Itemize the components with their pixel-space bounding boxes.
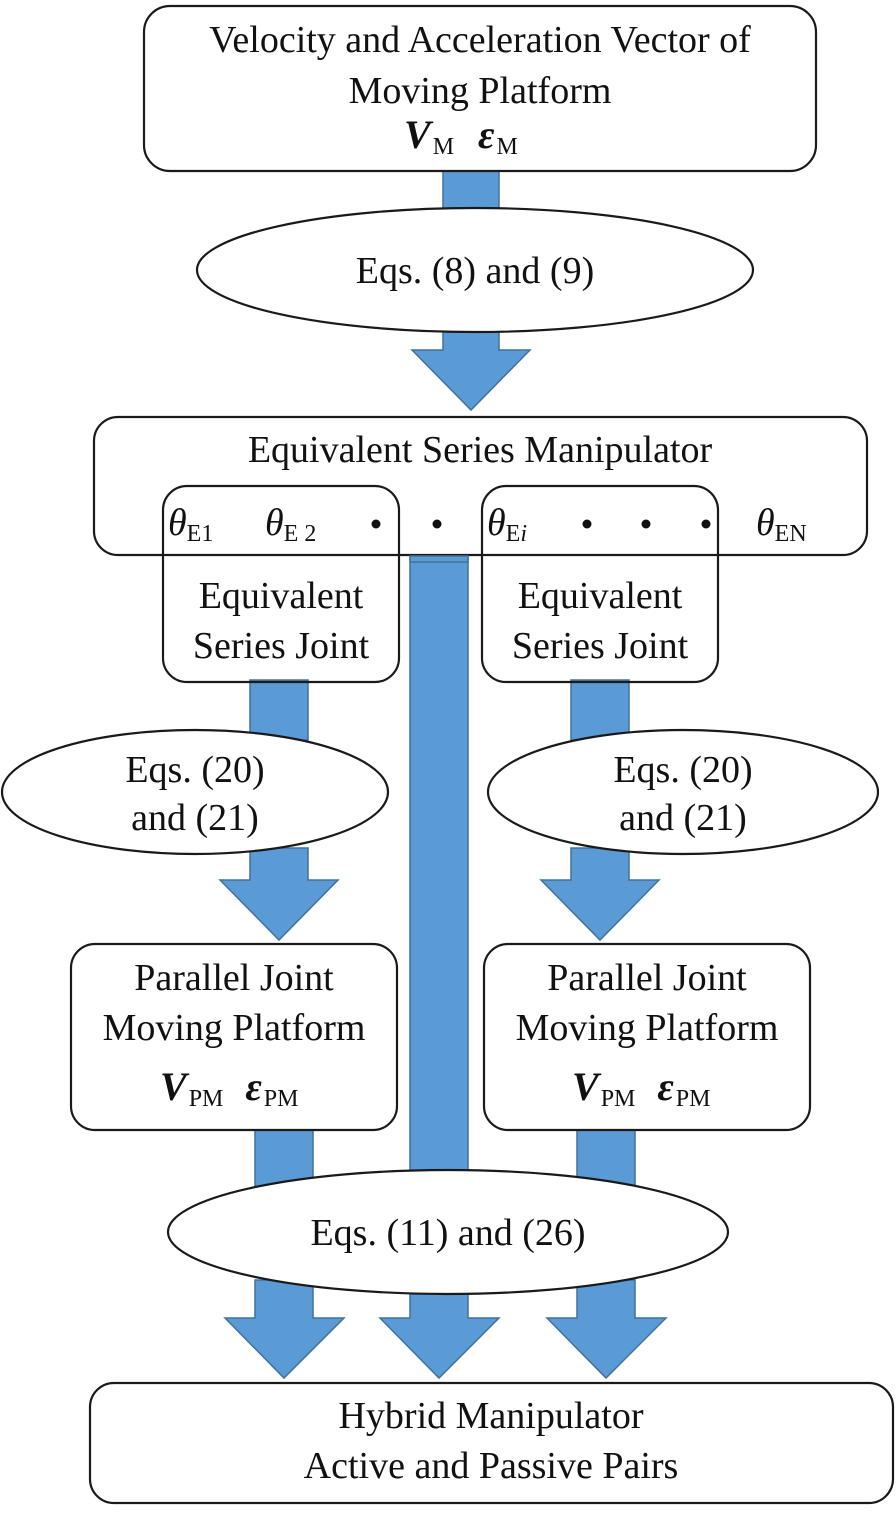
pj-left-line2: Moving Platform	[103, 1007, 366, 1049]
eq-bottom-ellipse	[166, 1168, 730, 1296]
arrow-down-right	[539, 847, 661, 942]
velocity-symbol: V	[404, 112, 434, 157]
arrow-shaft-center-top	[409, 555, 469, 563]
eq-bottom-label: Eqs. (11) and (26)	[310, 1212, 585, 1254]
pj-left-line1: Parallel Joint	[134, 957, 334, 999]
bottom-box-line2: Active and Passive Pairs	[304, 1445, 679, 1487]
series-manipulator-box	[92, 415, 869, 557]
pj-right-line1: Parallel Joint	[547, 957, 747, 999]
joint-left-fill	[165, 557, 397, 657]
joint-right-line1: Equivalent	[518, 575, 683, 617]
top-box-line2: Moving Platform	[349, 70, 612, 112]
top-box-line1: Velocity and Acceleration Vector of	[209, 19, 751, 61]
bottom-box	[88, 1381, 895, 1505]
pj-right-box	[482, 942, 812, 1132]
ellipsis-dot-3	[582, 519, 592, 529]
series-manipulator-title: Equivalent Series Manipulator	[248, 429, 713, 471]
arrow-down-bottom-right	[545, 1279, 668, 1380]
eq-left-line2: and (21)	[131, 797, 259, 839]
joint-right-fill	[484, 557, 716, 657]
ellipsis-dot-5	[701, 519, 711, 529]
eq-top-label: Eqs. (8) and (9)	[356, 250, 594, 292]
theta-ei: θEi	[487, 502, 527, 547]
acceleration-subscript: M	[496, 134, 517, 160]
arrow-down-top	[410, 329, 532, 412]
theta-en: θEN	[756, 502, 807, 547]
joint-left-line2: Series Joint	[193, 625, 370, 667]
theta-e2: θE 2	[265, 502, 316, 547]
joint-left-box	[161, 484, 401, 684]
theta-e1: θE1	[168, 502, 213, 547]
arrow-down-bottom-left	[223, 1279, 346, 1380]
joint-left-line1: Equivalent	[199, 575, 364, 617]
eq-right-ellipse	[486, 728, 880, 856]
eq-right-line1: Eqs. (20)	[613, 749, 752, 791]
eq-right-line2: and (21)	[619, 797, 747, 839]
eq-left-ellipse	[0, 728, 390, 856]
arrow-shaft-left-joint	[249, 679, 309, 741]
ellipsis-dot-4	[641, 519, 651, 529]
ellipsis-dot-1	[371, 519, 381, 529]
pj-left-box	[69, 942, 399, 1132]
ellipsis-dot-2	[432, 519, 442, 529]
top-box	[142, 4, 818, 173]
velocity-subscript: M	[433, 134, 454, 160]
arrow-down-left	[218, 847, 340, 942]
bottom-box-line1: Hybrid Manipulator	[338, 1395, 643, 1437]
eq-left-line1: Eqs. (20)	[125, 749, 264, 791]
joint-right-box	[480, 484, 720, 684]
acceleration-symbol: ε	[478, 112, 495, 157]
joint-right-line2: Series Joint	[512, 625, 689, 667]
arrow-shaft-right-joint	[570, 679, 630, 741]
arrow-shaft-center	[409, 554, 469, 1181]
pj-right-line2: Moving Platform	[516, 1007, 779, 1049]
eq-top-ellipse	[195, 206, 755, 334]
